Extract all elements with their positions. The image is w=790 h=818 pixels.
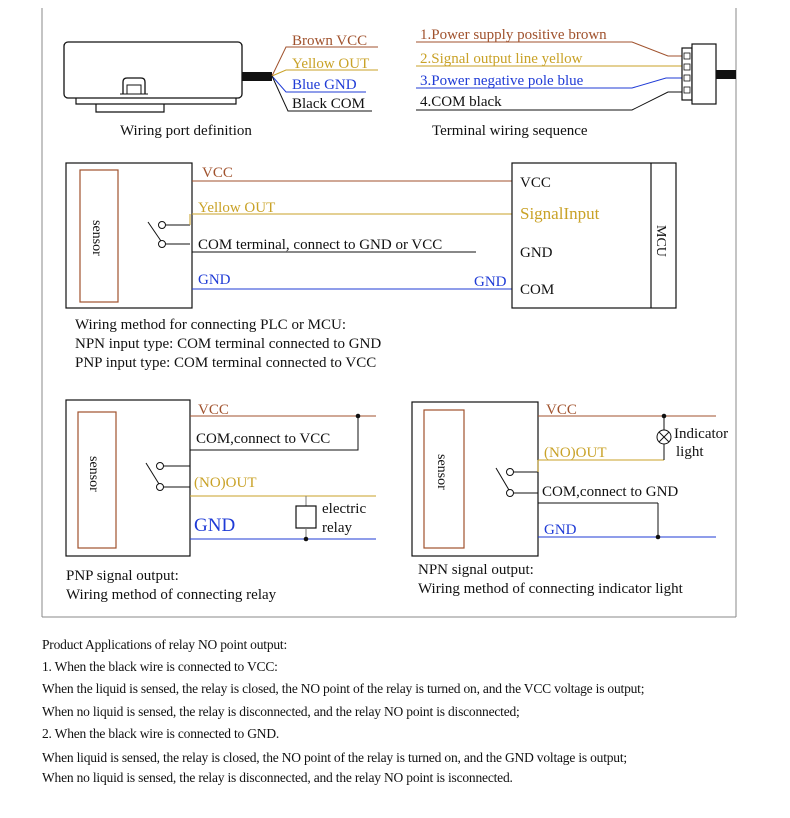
relay-label-1: electric: [322, 501, 366, 517]
notes-heading: Product Applications of relay NO point o…: [42, 637, 288, 652]
notes-line-1: 1. When the black wire is connected to V…: [42, 659, 278, 674]
indicator-label-2: light: [676, 444, 704, 460]
npn-gnd-junction: [655, 534, 661, 540]
npn-out-label: (NO)OUT: [544, 445, 606, 461]
indicator-light-icon: [656, 413, 672, 460]
npn-vcc-label: VCC: [546, 402, 577, 418]
pnp-gnd-label: GND: [194, 515, 235, 536]
wire-label-yellow: Yellow OUT: [292, 56, 369, 72]
pnp-sensor-label: sensor: [86, 456, 101, 492]
terminal-label-1: 1.Power supply positive brown: [420, 27, 607, 43]
pnp-out-label: (NO)OUT: [194, 475, 256, 491]
mcu-gnd-label: GND: [520, 245, 553, 261]
npn-caption-1: NPN signal output:: [418, 562, 534, 578]
plc-out-label: Yellow OUT: [198, 200, 275, 216]
relay-label-2: relay: [322, 520, 352, 536]
npn-caption-2: Wiring method of connecting indicator li…: [418, 581, 684, 597]
wire-label-brown: Brown VCC: [292, 33, 367, 49]
plc-sensor-label: sensor: [89, 220, 104, 256]
indicator-label-1: Indicator: [674, 426, 728, 442]
pnp-vcc-label: VCC: [198, 402, 229, 418]
pnp-sensor-box: [65, 399, 191, 557]
mcu-label: MCU: [653, 225, 668, 257]
notes-line-3: When no liquid is sensed, the relay is d…: [42, 704, 520, 719]
port-wires: [271, 46, 378, 112]
plc-switch-icon: [147, 214, 191, 248]
relay-icon: [295, 496, 317, 542]
terminal-wires: [416, 41, 682, 111]
mcu-box: [511, 162, 677, 309]
npn-switch-icon: [495, 460, 539, 497]
wire-label-blue: Blue GND: [292, 77, 357, 93]
port-caption: Wiring port definition: [120, 123, 252, 139]
plc-gnd-right-label: GND: [474, 274, 507, 290]
mcu-com-label: COM: [520, 282, 554, 298]
plc-sensor-box: [65, 162, 193, 309]
notes-line-5: When liquid is sensed, the relay is clos…: [42, 750, 627, 765]
pnp-switch-icon: [145, 450, 191, 491]
plc-gnd-label: GND: [198, 272, 231, 288]
pnp-com-label: COM,connect to VCC: [196, 431, 330, 447]
npn-gnd-label: GND: [544, 522, 577, 538]
plc-com-label: COM terminal, connect to GND or VCC: [198, 237, 442, 253]
pnp-caption-2: Wiring method of connecting relay: [66, 587, 277, 603]
npn-com-label: COM,connect to GND: [542, 484, 678, 500]
npn-sensor-label: sensor: [434, 454, 449, 490]
mcu-signal-label: SignalInput: [520, 204, 600, 223]
mcu-vcc-label: VCC: [520, 175, 551, 191]
terminal-caption: Terminal wiring sequence: [432, 123, 588, 139]
terminal-connector-icon: [681, 43, 736, 105]
wire-label-black: Black COM: [292, 96, 365, 112]
plc-desc-line-1: Wiring method for connecting PLC or MCU:: [75, 317, 346, 333]
notes-line-2: When the liquid is sensed, the relay is …: [42, 681, 645, 696]
plc-desc-line-3: PNP input type: COM terminal connected t…: [75, 355, 376, 371]
plc-desc-line-2: NPN input type: COM terminal connected t…: [75, 336, 381, 352]
plc-vcc-label: VCC: [202, 165, 233, 181]
terminal-label-2: 2.Signal output line yellow: [420, 51, 583, 67]
terminal-label-4: 4.COM black: [420, 94, 502, 110]
pnp-com-line: [190, 416, 359, 451]
notes-line-6: When no liquid is sensed, the relay is d…: [42, 770, 513, 785]
npn-sensor-box: [411, 401, 539, 557]
notes-line-4: 2. When the black wire is connected to G…: [42, 726, 280, 741]
sensor-body-illustration: [63, 41, 272, 113]
terminal-label-3: 3.Power negative pole blue: [420, 73, 584, 89]
pnp-caption-1: PNP signal output:: [66, 568, 179, 584]
